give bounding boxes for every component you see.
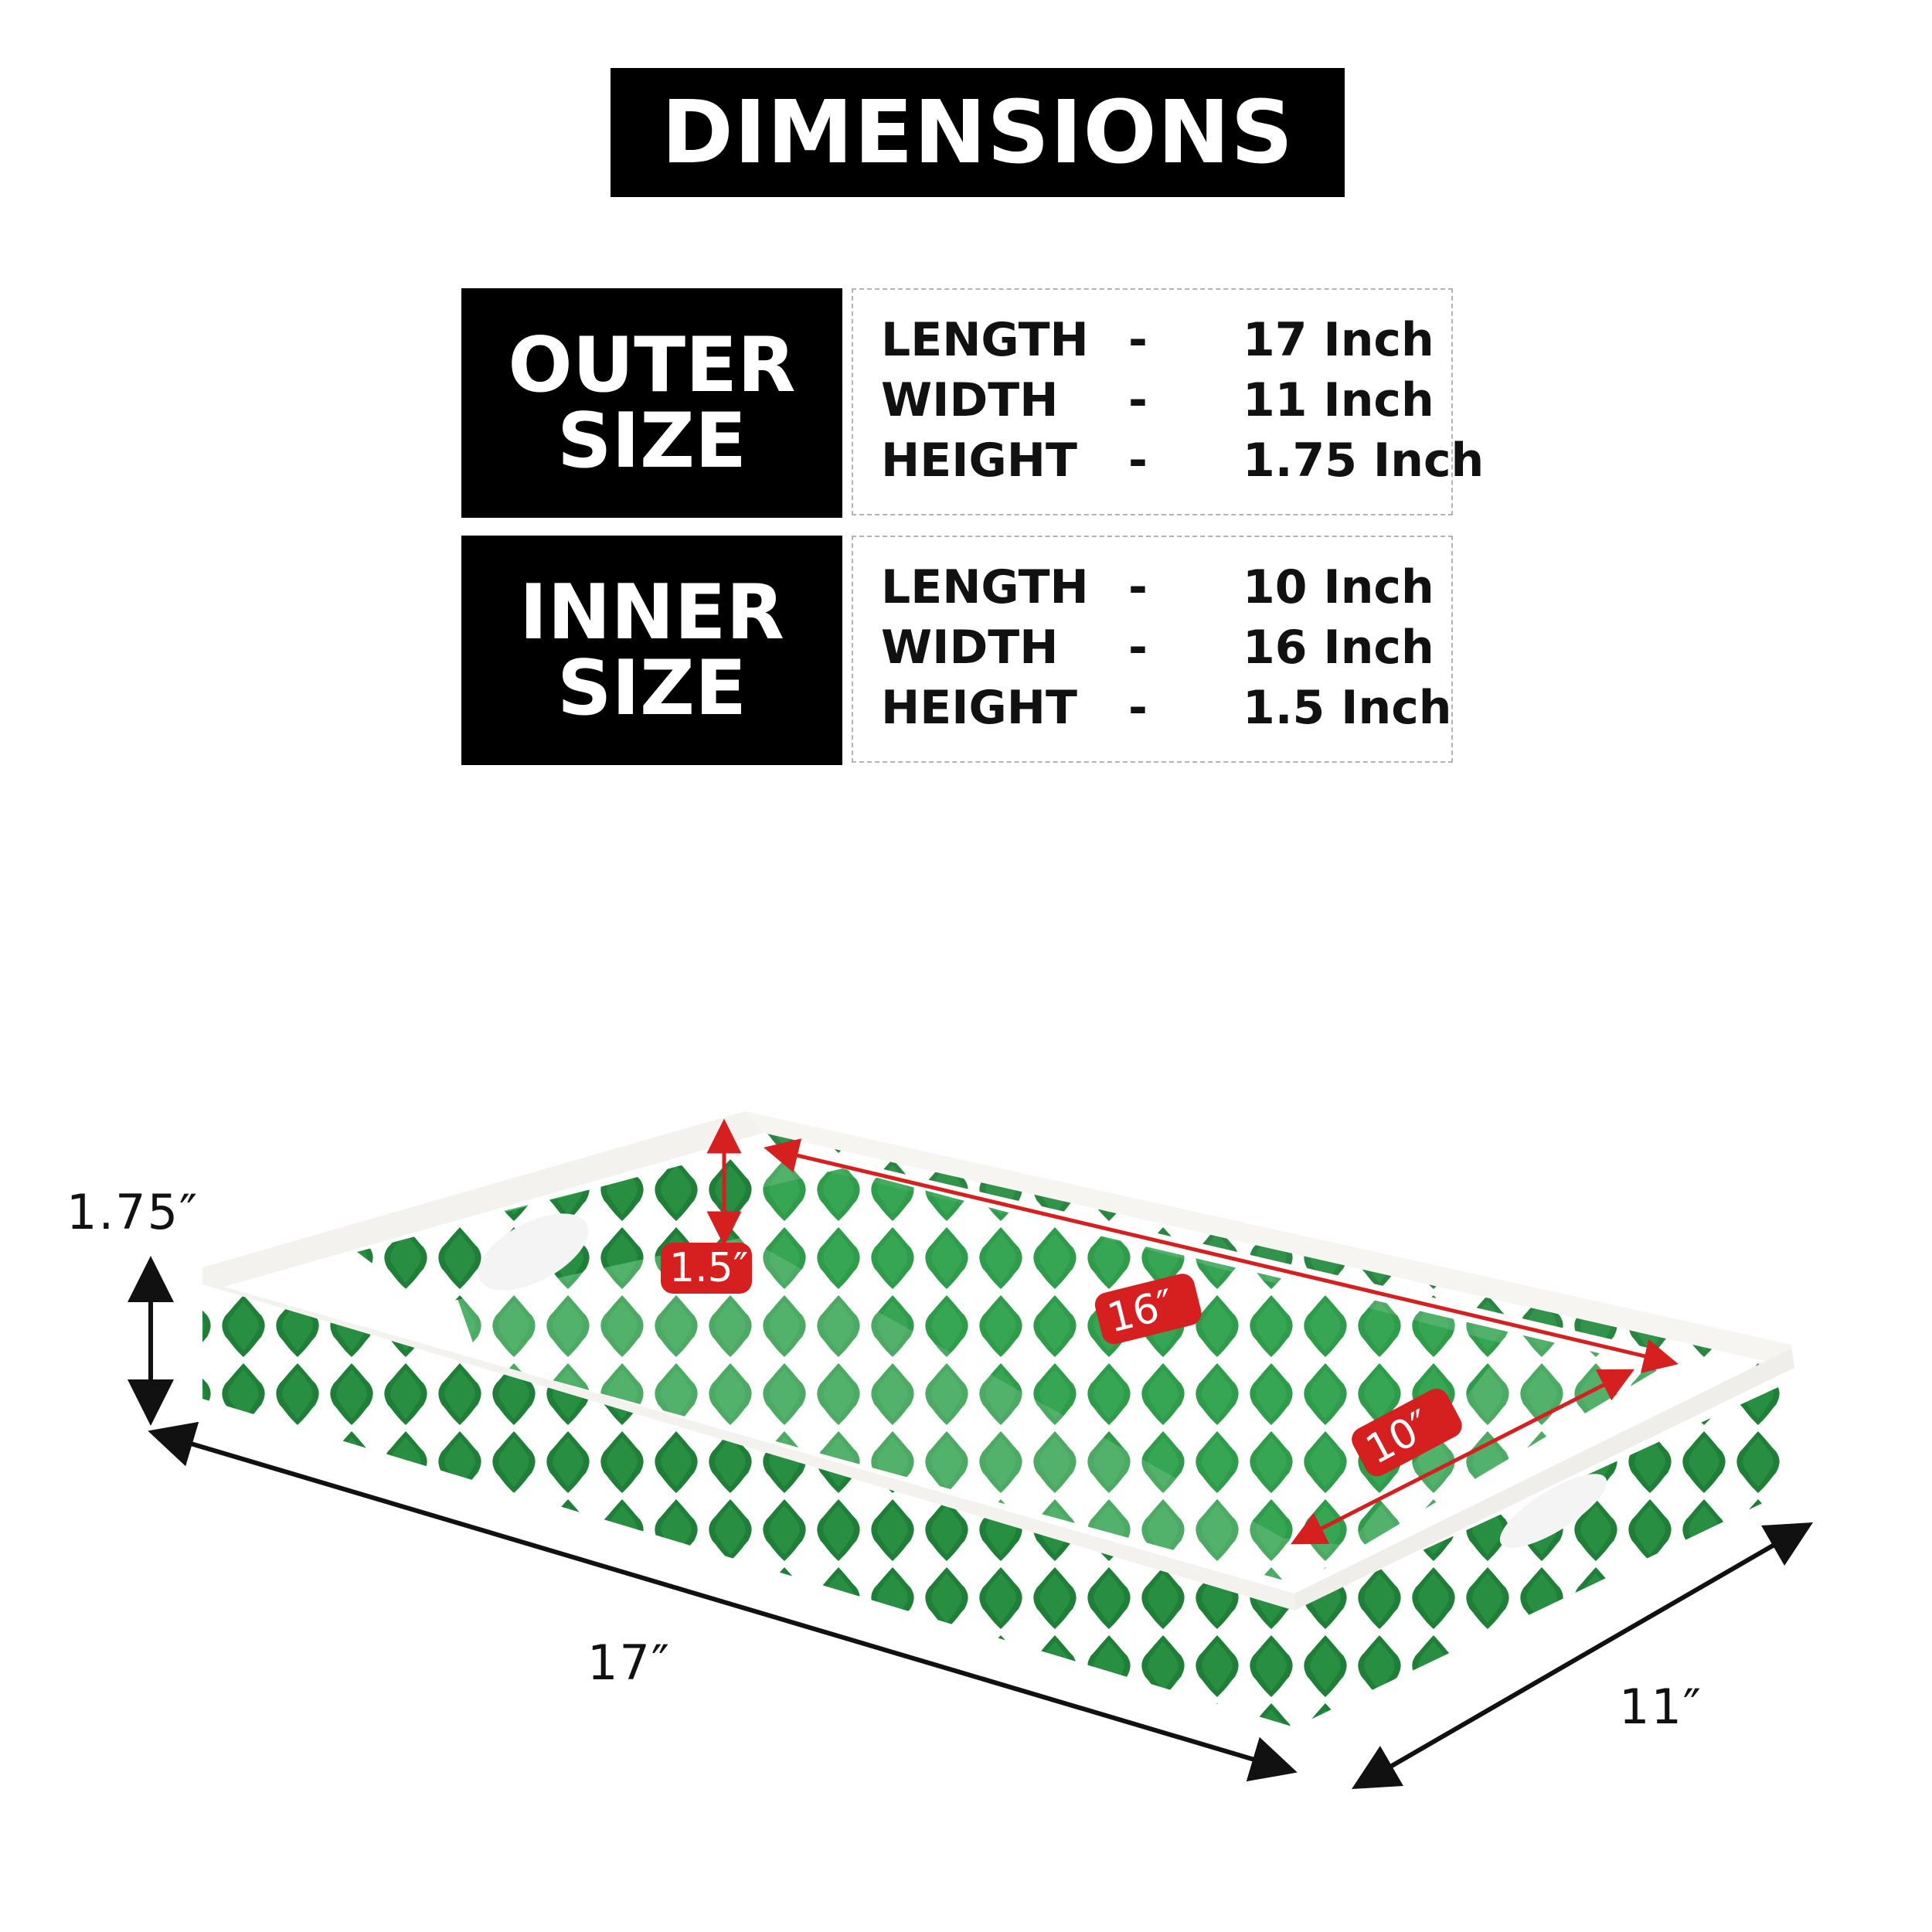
left-handle-cutout <box>478 1213 589 1291</box>
spec-key: HEIGHT <box>881 681 1077 735</box>
inner-height-label: 1.5″ <box>669 1245 748 1291</box>
outer-length-label: 17″ <box>587 1634 671 1691</box>
spec-value: 10 Inch <box>1243 560 1434 614</box>
spec-dash: - <box>1128 621 1148 675</box>
spec-value: 1.75 Inch <box>1243 434 1485 488</box>
tray-rim-left <box>202 1111 764 1287</box>
inner-length-arrow <box>764 1138 1679 1373</box>
spec-key: HEIGHT <box>881 434 1077 488</box>
spec-value: 1.5 Inch <box>1243 681 1452 735</box>
inner-size-label: INNER SIZE <box>461 536 842 765</box>
inner-label-line2: SIZE <box>556 644 747 733</box>
spec-value: 17 Inch <box>1243 313 1434 367</box>
spec-dash: - <box>1128 560 1148 614</box>
inner-width-arrow <box>1290 1369 1635 1545</box>
outer-dimension-arrows <box>128 1256 1813 1790</box>
inner-height-row: HEIGHT - 1.5 Inch <box>881 679 1453 736</box>
outer-size-label: OUTER SIZE <box>461 288 842 518</box>
inner-length-badge: 16″ <box>1094 1274 1202 1345</box>
outer-size-specs: LENGTH - 17 Inch WIDTH - 11 Inch HEIGHT … <box>852 288 1484 515</box>
inner-dimension-arrows <box>706 1118 1679 1545</box>
inner-width-row: WIDTH - 16 Inch <box>881 619 1453 676</box>
outer-height-label: 1.75″ <box>66 1184 199 1240</box>
inner-length-row: LENGTH - 10 Inch <box>881 559 1453 616</box>
outer-width-row: WIDTH - 11 Inch <box>881 372 1453 429</box>
spec-key: WIDTH <box>881 373 1059 427</box>
outer-length-row: LENGTH - 17 Inch <box>881 311 1453 369</box>
spec-value: 11 Inch <box>1243 373 1434 427</box>
inner-height-badge: 1.5″ <box>661 1243 752 1294</box>
spec-key: LENGTH <box>881 560 1089 614</box>
outer-label-line2: SIZE <box>556 396 747 485</box>
page-title: DIMENSIONS <box>611 68 1345 197</box>
outer-label-line1: OUTER <box>508 321 796 410</box>
outer-width-label: 11″ <box>1619 1679 1702 1735</box>
outer-length-arrow <box>148 1421 1298 1782</box>
spec-dash: - <box>1128 681 1148 735</box>
outer-height-row: HEIGHT - 1.75 Inch <box>881 432 1484 489</box>
spec-dash: - <box>1128 373 1148 427</box>
inner-size-specs: LENGTH - 10 Inch WIDTH - 16 Inch HEIGHT … <box>852 536 1453 763</box>
spec-key: LENGTH <box>881 313 1089 367</box>
outer-width-arrow <box>1352 1522 1813 1790</box>
spec-dash: - <box>1128 313 1148 367</box>
spec-dash: - <box>1128 434 1148 488</box>
spec-value: 16 Inch <box>1243 621 1434 675</box>
inner-label-line1: INNER <box>519 568 784 657</box>
spec-key: WIDTH <box>881 621 1059 675</box>
